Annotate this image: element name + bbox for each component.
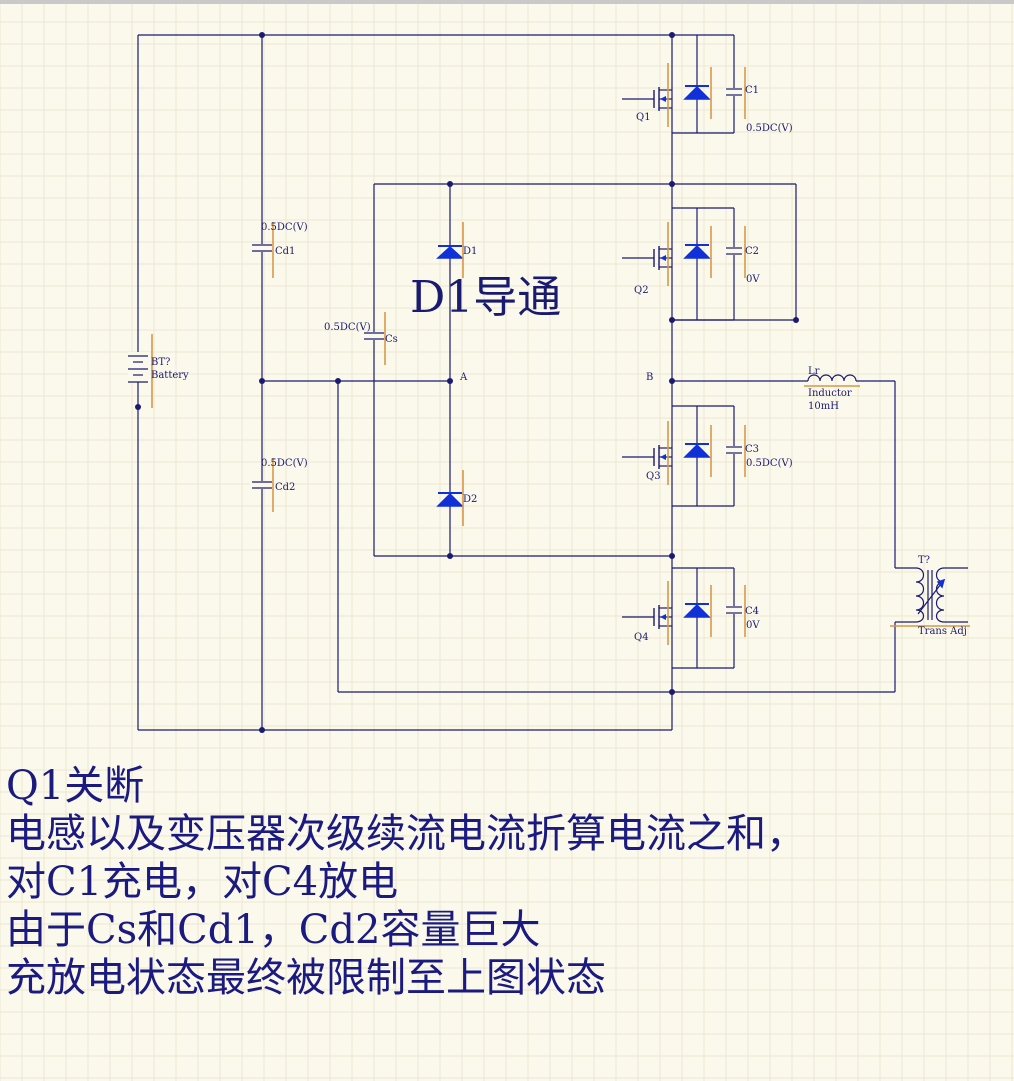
d1-conducting-title: D1导通 — [410, 272, 561, 323]
q3-mosfet-cell — [622, 405, 746, 507]
c1-value-label: 0.5DC(V) — [746, 123, 793, 134]
note-line-4: 由于Cs和Cd1，Cd2容量巨大 — [6, 907, 541, 953]
q1-ref-label: Q1 — [636, 112, 651, 123]
cd2-capacitor — [250, 458, 274, 512]
d2-diode — [436, 470, 464, 526]
cd1-value-label: 0.5DC(V) — [261, 222, 308, 233]
note-line-2: 电感以及变压器次级续流电流折算电流之和， — [6, 811, 806, 857]
note-line-1: Q1关断 — [6, 763, 145, 809]
node-b-label: B — [646, 372, 653, 383]
c4-ref-label: C4 — [745, 606, 759, 617]
battery-ref-label: BT? — [151, 357, 170, 368]
note-line-5: 充放电状态最终被限制至上图状态 — [6, 955, 606, 1001]
transformer-ref-label: T? — [918, 555, 930, 566]
battery-name-label: Battery — [151, 370, 189, 381]
d2-ref-label: D2 — [463, 494, 477, 505]
cd1-ref-label: Cd1 — [275, 246, 295, 257]
q3-ref-label: Q3 — [646, 471, 661, 482]
c1-ref-label: C1 — [745, 85, 759, 96]
lr-inductor — [804, 374, 860, 387]
circuit-schematic: BT? Battery 0.5DC(V) Cd1 0.5DC(V) Cd2 0.… — [128, 32, 970, 733]
explanation-notes: Q1关断 电感以及变压器次级续流电流折算电流之和， 对C1充电，对C4放电 由于… — [6, 762, 1014, 1002]
q2-mosfet-cell — [622, 207, 746, 321]
c2-ref-label: C2 — [745, 246, 759, 257]
c4-value-label: 0V — [746, 620, 760, 631]
cs-ref-label: Cs — [385, 334, 398, 345]
q2-ref-label: Q2 — [634, 285, 649, 296]
note-line-3: 对C1充电，对C4放电 — [6, 859, 399, 905]
mosfet-cells — [622, 35, 746, 669]
cd2-value-label: 0.5DC(V) — [261, 458, 308, 469]
d1-diode — [436, 222, 464, 278]
cs-capacitor — [362, 312, 386, 365]
q4-mosfet-cell — [622, 567, 746, 669]
lr-ref-label: Lr — [808, 366, 820, 377]
battery-symbol — [128, 334, 153, 408]
cd2-ref-label: Cd2 — [275, 482, 295, 493]
d1-ref-label: D1 — [463, 246, 477, 257]
lr-name-label: Inductor — [808, 388, 852, 399]
wires — [137, 34, 968, 731]
transformer-symbol — [890, 567, 970, 627]
q4-ref-label: Q4 — [634, 632, 649, 643]
c3-ref-label: C3 — [745, 444, 759, 455]
cs-value-label: 0.5DC(V) — [324, 322, 371, 333]
node-a-label: A — [459, 372, 468, 383]
cd1-capacitor — [250, 222, 274, 278]
c3-value-label: 0.5DC(V) — [746, 458, 793, 469]
c2-value-label: 0V — [746, 274, 760, 285]
q1-mosfet-cell — [622, 35, 746, 134]
transformer-name-label: Trans Adj — [918, 626, 967, 637]
lr-value-label: 10mH — [808, 401, 839, 412]
window-top-edge — [0, 0, 1014, 4]
junction-dots — [135, 32, 799, 733]
component-labels: BT? Battery 0.5DC(V) Cd1 0.5DC(V) Cd2 0.… — [151, 85, 967, 643]
